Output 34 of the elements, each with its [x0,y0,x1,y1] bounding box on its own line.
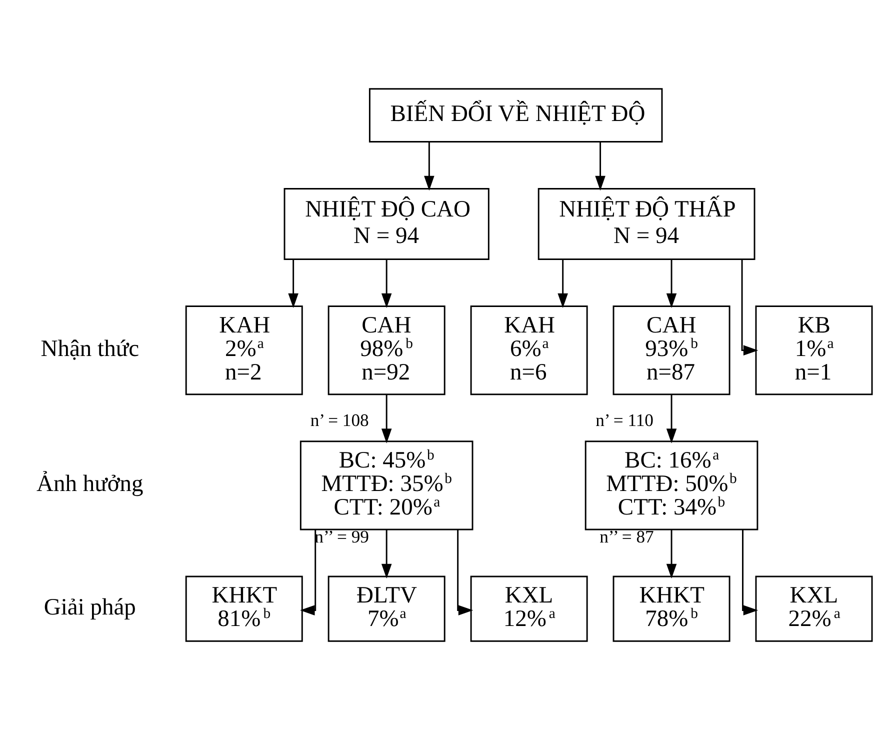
node-box: KXL 12%$^{a}$ [470,576,588,642]
arrow [742,530,758,616]
label: Nhận thức [40,336,139,362]
node-box: KB 1%$^{a}$ n=1 [754,306,872,396]
node-box: KAH 2%$^{a}$ n=2 [184,306,302,396]
arrow [456,530,473,616]
node-box: NHIỆT ĐỘ THẤP N = 94 [537,188,755,260]
edge-label: n’ = 108 [310,410,368,430]
node-box: KAH 6%$^{a}$ n=6 [470,306,588,396]
node-box: BC: 45%$^{b}$ MTTĐ: 35%$^{b}$ CTT: 20%$^{a}$ [299,440,473,530]
arrow [666,260,676,308]
edge-label: n’ = 110 [595,410,653,430]
arrow [740,260,758,356]
node-box: CAH 93%$^{b}$ n=87 [612,306,730,396]
arrow [594,142,605,191]
arrow [380,260,392,308]
node-box: BC: 16%$^{a}$ MTTĐ: 50%$^{b}$ CTT: 34%$^{b}$ [584,440,758,530]
arrow [557,260,568,308]
arrow [300,530,316,616]
arrow [288,260,298,308]
label: Giải pháp [43,594,136,620]
arrow [380,530,392,579]
node-box: ĐLTV 7%$^{a}$ [327,576,445,642]
label: Ảnh hưởng [36,471,143,498]
arrow [666,394,676,444]
node-box: KHKT 81%$^{b}$ [184,576,302,642]
node-box: BIẾN ĐỔI VỀ NHIỆT ĐỘ [368,88,662,142]
node-box: KHKT 78%$^{b}$ [612,576,730,642]
node-box: CAH 98%$^{b}$ n=92 [327,306,445,396]
arrow [424,142,434,191]
arrow [666,530,676,579]
node-box: NHIỆT ĐỘ CAO N = 94 [283,188,489,260]
arrow [380,394,392,444]
node-box: KXL 22%$^{a}$ [754,576,872,642]
